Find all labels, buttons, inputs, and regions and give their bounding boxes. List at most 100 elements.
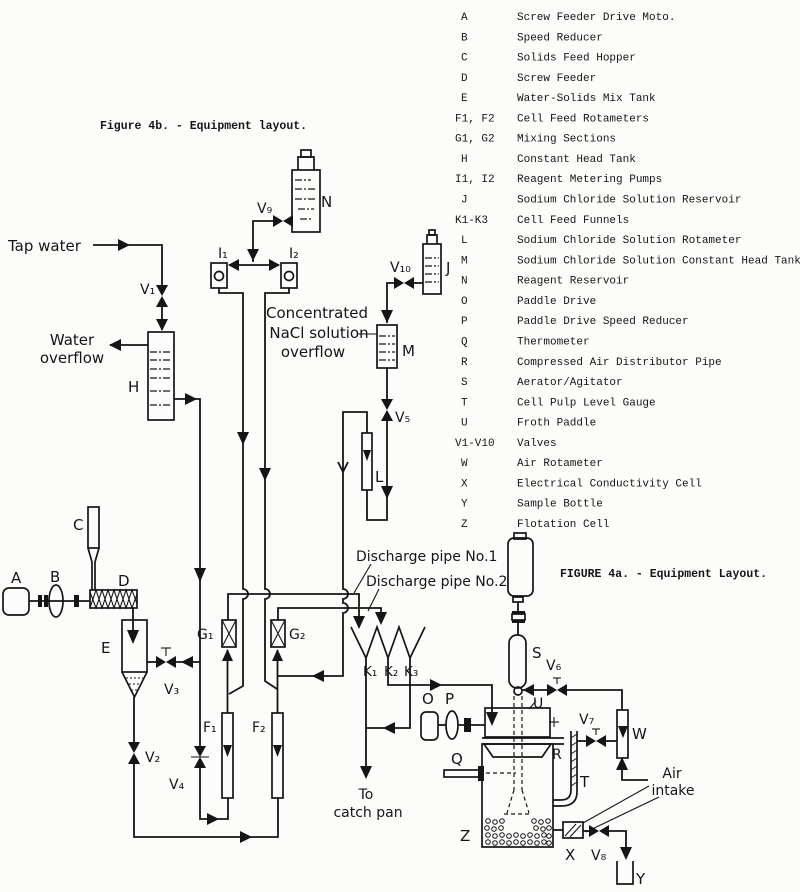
legend-key: G1, G2: [455, 134, 495, 146]
legend-desc: Screw Feeder: [517, 73, 596, 85]
valve-v8: V₈: [583, 825, 609, 864]
legend-desc: Cell Feed Funnels: [517, 215, 629, 227]
label-z: Z: [460, 827, 470, 845]
label-c: C: [73, 516, 83, 534]
legend-key: R: [461, 357, 468, 369]
flow-arrow: [381, 310, 393, 323]
legend-key: Z: [461, 519, 468, 531]
float-icon: [273, 745, 282, 757]
label-j: J: [445, 259, 450, 277]
legend-desc: Reagent Reservoir: [517, 276, 629, 288]
rotameter-f1: F₁: [203, 712, 234, 799]
flow-arrow: [156, 319, 168, 331]
rotameter-f2: F₂: [252, 712, 284, 799]
label-i2: I₂: [289, 246, 299, 262]
label-f2: F₂: [252, 720, 266, 736]
legend-key: B: [461, 32, 468, 44]
caption-fig4a: FIGURE 4a. - Equipment Layout.: [560, 568, 767, 581]
legend-key: J: [461, 195, 468, 207]
aerator-s: S: [508, 634, 542, 696]
valve-v3: V₃: [147, 647, 200, 698]
label-y: Y: [635, 870, 646, 888]
flow-arrow: [375, 612, 387, 625]
label-s: S: [532, 644, 542, 662]
air-intake-line: [621, 770, 648, 781]
flow-arrow: [237, 432, 249, 445]
legend-key: K1-K3: [455, 215, 488, 227]
label-o: O: [422, 690, 434, 708]
label-v8: V₈: [591, 848, 607, 864]
label-nacl-1: Concentrated: [266, 304, 368, 322]
label-nacl-2: NaCl solution: [269, 324, 368, 342]
mixing-section-g2: G₂: [270, 619, 305, 648]
discharge-pipe-1: [227, 593, 360, 620]
legend-key: N: [461, 276, 468, 288]
legend-key: Y: [461, 499, 468, 511]
flow-arrow: [194, 568, 206, 582]
legend-key: O: [461, 296, 468, 308]
flow-arrow: [381, 486, 393, 499]
label-catch-pan-1: To: [358, 787, 374, 803]
valve-v7: V₇: [579, 712, 617, 747]
label-discharge-1: Discharge pipe No.1: [356, 549, 497, 565]
label-air-2: intake: [651, 783, 694, 799]
flow-arrow: [259, 468, 271, 481]
legend-desc: Speed Reducer: [517, 32, 603, 44]
legend-key: S: [461, 377, 468, 389]
legend-key: P: [461, 316, 468, 328]
valve-v9: V₉: [257, 201, 293, 227]
label-u: U: [533, 696, 543, 712]
label-tap-water: Tap water: [7, 237, 82, 255]
legend-key: U: [461, 418, 468, 430]
flow-arrow: [240, 831, 252, 843]
legend-key: C: [461, 53, 468, 65]
flow-arrow: [109, 339, 121, 351]
legend-key: M: [461, 255, 468, 267]
screw-feeder-drive-motor-a: A: [2, 569, 30, 616]
legend-key: Q: [461, 337, 468, 349]
bubble-field: [484, 818, 552, 846]
legend-desc: Mixing Sections: [517, 134, 616, 146]
float-icon: [223, 745, 232, 757]
float-icon: [618, 726, 628, 738]
label-v6: V₆: [546, 658, 562, 674]
label-g2: G₂: [289, 627, 305, 643]
label-k2: K₂: [384, 664, 398, 680]
discharge-pipe-2: [277, 607, 382, 620]
valve-v5: V₅: [381, 399, 410, 426]
float-icon: [363, 450, 371, 461]
legend-key: D: [461, 73, 468, 85]
flow-arrow: [269, 259, 280, 271]
label-water-overflow-2: overflow: [40, 349, 104, 367]
flow-arrow: [228, 259, 239, 271]
legend-desc: Screw Feeder Drive Moto.: [517, 12, 675, 24]
flow-arrow: [353, 616, 365, 629]
reagent-reservoir-n: N: [291, 149, 332, 233]
legend-desc: Constant Head Tank: [517, 154, 636, 166]
valve-v10: V₁₀: [390, 260, 423, 289]
legend-desc: Cell Pulp Level Gauge: [517, 397, 656, 409]
label-x: X: [565, 846, 575, 864]
nacl-head-tank-m: M: [376, 324, 415, 369]
label-t: T: [579, 773, 590, 791]
nacl-overflow-note: Concentrated NaCl solution overflow: [266, 304, 377, 361]
sample-bottle-y: Y: [616, 861, 646, 888]
valve-v1: V₁: [140, 282, 168, 307]
flow-arrow-open: [337, 461, 349, 475]
flow-arrow: [247, 249, 259, 261]
legend-key: X: [461, 478, 468, 490]
valve-v2: V₂: [128, 742, 160, 766]
legend-desc: Reagent Metering Pumps: [517, 174, 662, 186]
label-d: D: [118, 572, 130, 590]
legend-desc: Froth Paddle: [517, 418, 596, 430]
label-v7: V₇: [579, 712, 594, 728]
legend-desc: Sodium Chloride Solution Constant Head T…: [517, 255, 800, 267]
froth-paddle-box: U: [484, 696, 559, 738]
label-l: L: [375, 468, 384, 486]
legend-key: F1, F2: [455, 113, 495, 125]
label-air-1: Air: [662, 766, 681, 782]
legend-key: T: [461, 397, 468, 409]
label-k3: K₃: [404, 664, 418, 680]
legend-key: V1-V10: [455, 438, 495, 450]
